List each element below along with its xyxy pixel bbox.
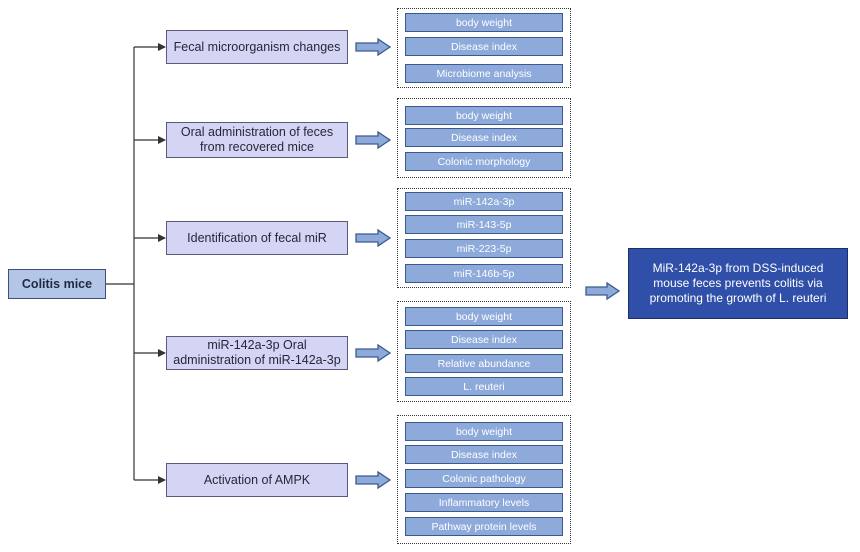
block-arrow-3 bbox=[355, 228, 392, 248]
branch-node-oral-feces: Oral administration of feces from recove… bbox=[166, 122, 348, 158]
outcome-item: Pathway protein levels bbox=[405, 517, 563, 536]
block-arrow-4 bbox=[355, 343, 392, 363]
conclusion-node: MiR-142a-3p from DSS-induced mouse feces… bbox=[628, 248, 848, 319]
outcome-item: Colonic pathology bbox=[405, 469, 563, 488]
branch-node-fecal-microorganism: Fecal microorganism changes bbox=[166, 30, 348, 64]
outcome-item: miR-143-5p bbox=[405, 215, 563, 234]
block-arrow-5 bbox=[355, 470, 392, 490]
outcome-item: miR-223-5p bbox=[405, 239, 563, 258]
branch-node-ampk: Activation of AMPK bbox=[166, 463, 348, 497]
outcome-item: Inflammatory levels bbox=[405, 493, 563, 512]
block-arrow-final bbox=[585, 281, 621, 301]
outcome-item: Disease index bbox=[405, 330, 563, 349]
outcome-item: L. reuteri bbox=[405, 377, 563, 396]
outcome-item: body weight bbox=[405, 422, 563, 441]
block-arrow-2 bbox=[355, 130, 392, 150]
outcome-item: Colonic morphology bbox=[405, 152, 563, 171]
outcome-item: Microbiome analysis bbox=[405, 64, 563, 83]
outcome-item: miR-146b-5p bbox=[405, 264, 563, 283]
outcome-item: Disease index bbox=[405, 128, 563, 147]
outcome-group-3 bbox=[397, 188, 571, 288]
outcome-group-1 bbox=[397, 8, 571, 88]
outcome-group-4 bbox=[397, 301, 571, 402]
outcome-group-5 bbox=[397, 415, 571, 544]
outcome-item: body weight bbox=[405, 106, 563, 125]
root-node: Colitis mice bbox=[8, 269, 106, 299]
outcome-item: body weight bbox=[405, 307, 563, 326]
outcome-item: body weight bbox=[405, 13, 563, 32]
outcome-group-2 bbox=[397, 98, 571, 178]
outcome-item: miR-142a-3p bbox=[405, 192, 563, 211]
outcome-item: Disease index bbox=[405, 37, 563, 56]
outcome-item: Disease index bbox=[405, 445, 563, 464]
block-arrow-1 bbox=[355, 37, 392, 57]
outcome-item: Relative abundance bbox=[405, 354, 563, 373]
branch-node-fecal-mir: Identification of fecal miR bbox=[166, 221, 348, 255]
branch-node-mir-administration: miR-142a-3p Oral administration of miR-1… bbox=[166, 336, 348, 370]
